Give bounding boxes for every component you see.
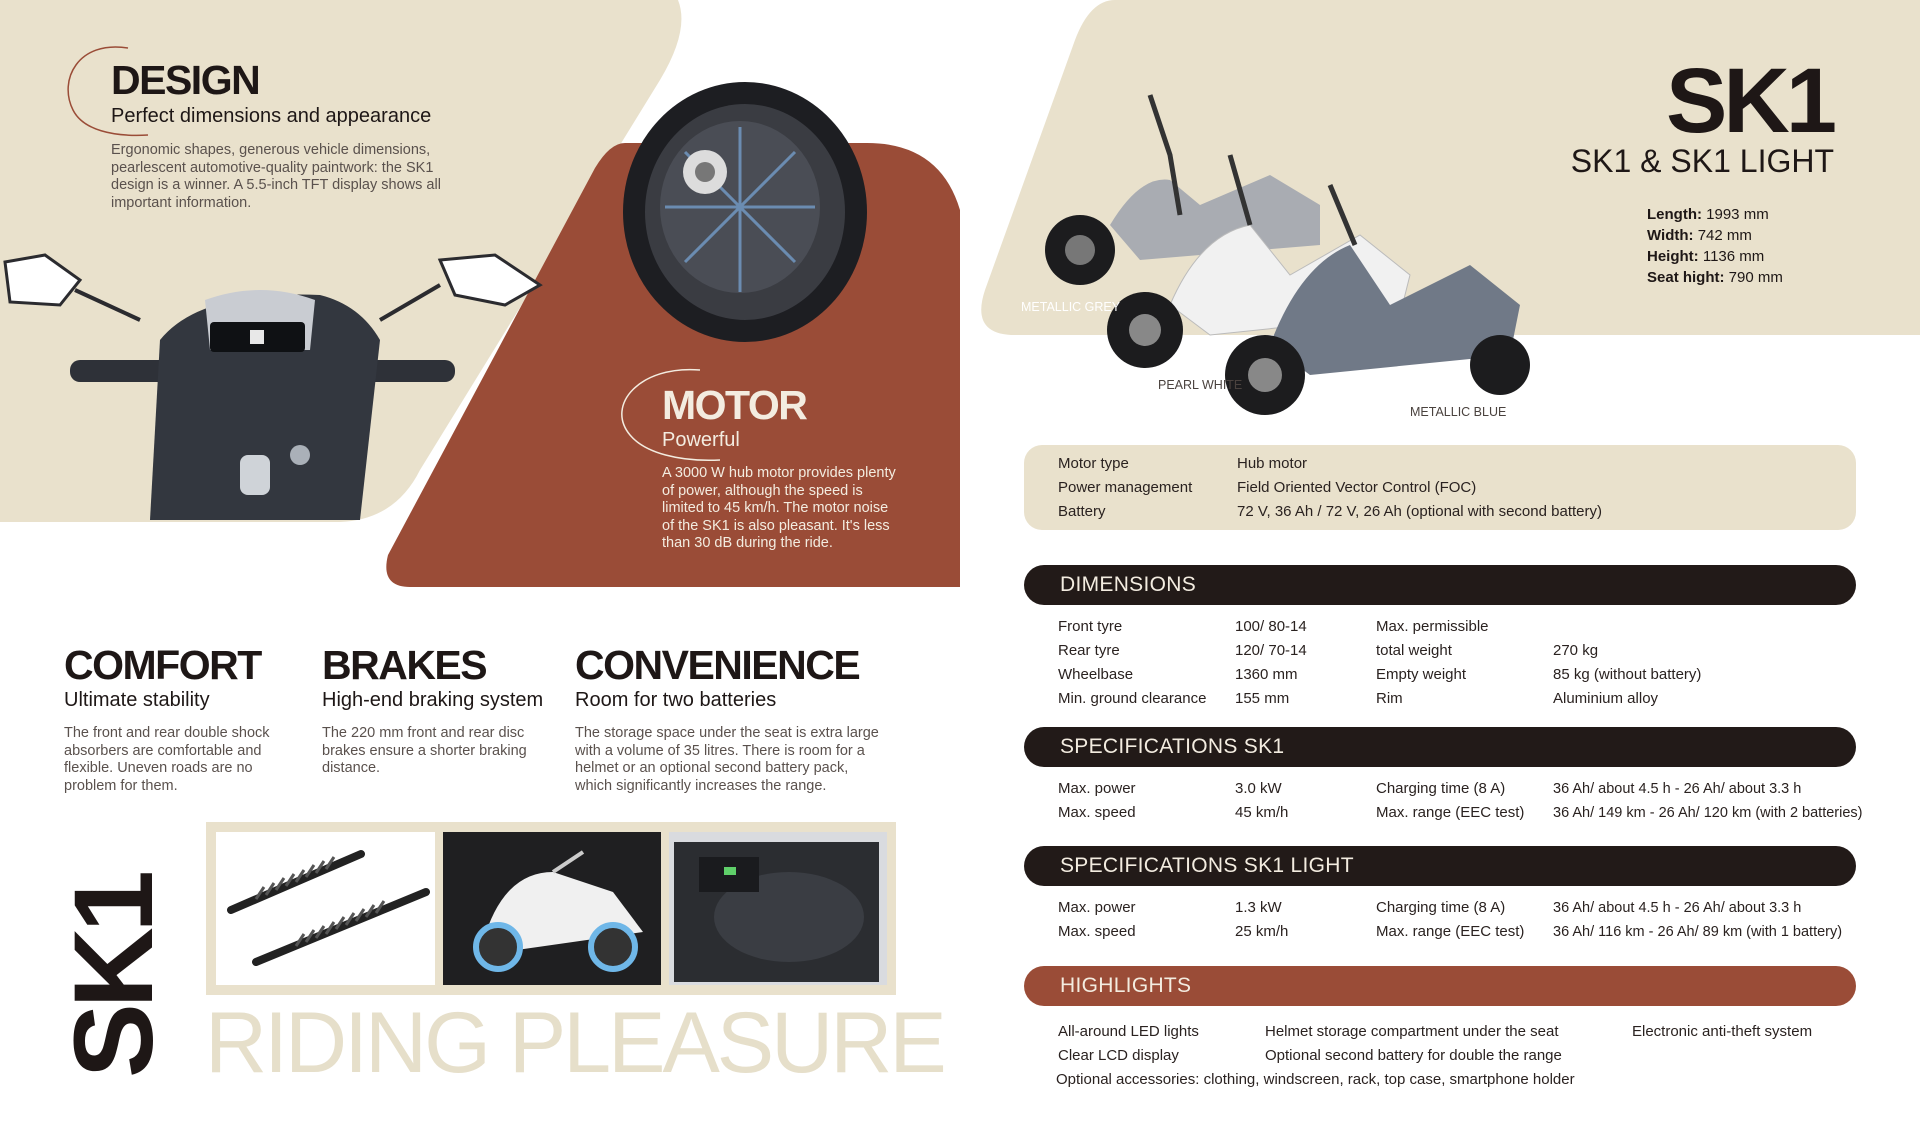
- spec-light-heading: SPECIFICATIONS SK1 LIGHT: [1024, 846, 1856, 886]
- model-subtitle: SK1 & SK1 LIGHT: [1570, 143, 1834, 179]
- handlebar-image: [3, 253, 543, 520]
- tagline: RIDING PLEASURE: [205, 995, 947, 1091]
- motor-swoosh-icon: [621, 368, 721, 462]
- dim-length: Length: 1993 mm: [1647, 206, 1769, 223]
- motor-spec-box: [1024, 445, 1856, 530]
- dim-height: Height: 1136 mm: [1647, 248, 1765, 265]
- convenience-subtitle: Room for two batteries: [575, 689, 777, 711]
- color-label-grey: METALLIC GREY: [1021, 300, 1121, 314]
- highlights-heading: HIGHLIGHTS: [1024, 966, 1856, 1006]
- dim-width: Width: 742 mm: [1647, 227, 1752, 244]
- convenience-title: CONVENIENCE: [575, 642, 861, 688]
- spec-sk1-heading: SPECIFICATIONS SK1: [1024, 727, 1856, 767]
- highlight-second-battery: Optional second battery for double the r…: [1265, 1047, 1562, 1064]
- highlight-led: All-around LED lights: [1058, 1023, 1199, 1040]
- scooters-image: [1040, 94, 1560, 425]
- brakes-title: BRAKES: [322, 642, 488, 688]
- motor-body: A 3000 W hub motor provides plenty of po…: [662, 465, 896, 551]
- comfort-subtitle: Ultimate stability: [64, 689, 210, 711]
- storage-compartment-photo: [669, 832, 887, 985]
- comfort-body: The front and rear double shock absorber…: [64, 725, 270, 794]
- model-title: SK1: [1666, 50, 1837, 152]
- vertical-logo: SK1: [51, 875, 176, 1078]
- spec-light-right-labels: Charging time (8 A)Max. range (EEC test): [1376, 899, 1525, 940]
- dimensions-heading: DIMENSIONS: [1024, 565, 1856, 605]
- highlight-accessories: Optional accessories: clothing, windscre…: [1056, 1071, 1575, 1088]
- design-subtitle: Perfect dimensions and appearance: [111, 105, 432, 127]
- motor-subtitle: Powerful: [662, 429, 740, 451]
- hub-motor-image: [623, 82, 867, 342]
- dimensions-summary: Length: 1993 mm Width: 742 mm Height: 11…: [1647, 204, 1783, 288]
- convenience-body: The storage space under the seat is extr…: [575, 725, 879, 794]
- color-label-blue: METALLIC BLUE: [1410, 405, 1507, 419]
- highlight-lcd: Clear LCD display: [1058, 1047, 1179, 1064]
- dim-seat-height: Seat hight: 790 mm: [1647, 269, 1783, 286]
- spec-sk1-right-labels: Charging time (8 A)Max. range (EEC test): [1376, 780, 1525, 821]
- brakes-body: The 220 mm front and rear disc brakes en…: [322, 725, 527, 776]
- highlight-helmet-storage: Helmet storage compartment under the sea…: [1265, 1023, 1559, 1040]
- shock-absorber-photo: [216, 832, 435, 985]
- design-body: Ergonomic shapes, generous vehicle dimen…: [111, 142, 441, 211]
- color-label-white: PEARL WHITE: [1158, 378, 1243, 392]
- design-swoosh-icon: [67, 46, 149, 137]
- comfort-title: COMFORT: [64, 642, 262, 688]
- motor-title: MOTOR: [662, 382, 808, 428]
- brakes-subtitle: High-end braking system: [322, 689, 544, 711]
- highlight-anti-theft: Electronic anti-theft system: [1632, 1023, 1813, 1040]
- design-title: DESIGN: [111, 57, 261, 103]
- scooter-side-photo: [443, 832, 661, 985]
